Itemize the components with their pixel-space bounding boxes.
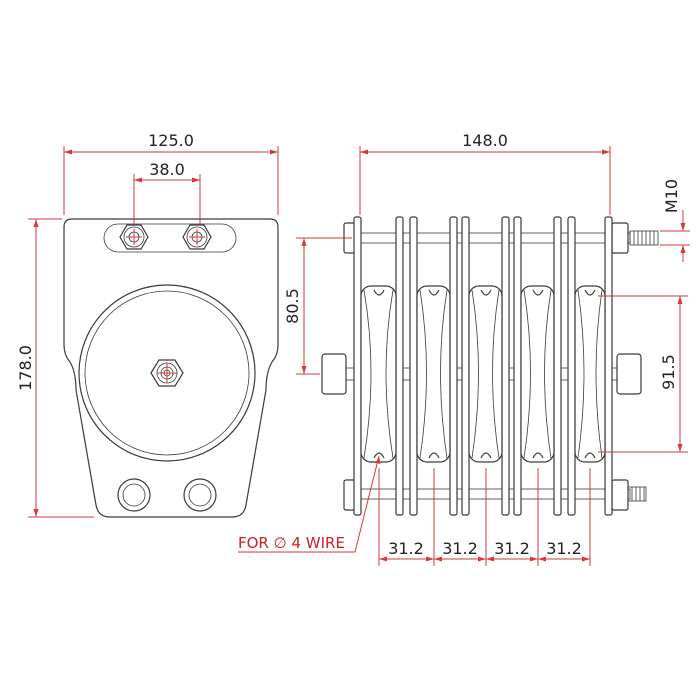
side-view <box>321 216 659 516</box>
pulley-wheel-2 <box>416 285 451 463</box>
pulley-disk-inner <box>84 290 250 456</box>
pulley-wheel-1 <box>360 285 397 463</box>
front-center-marks <box>126 229 205 383</box>
top-thread-end <box>629 230 659 246</box>
front-dimensions: 125.0 38.0 178.0 <box>16 131 279 518</box>
bolt-slot-plate <box>103 223 237 253</box>
front-height-label: 178.0 <box>16 345 35 391</box>
groove-markers <box>373 289 596 459</box>
pulley-offset-label: 80.5 <box>283 288 302 324</box>
axle-left-nut <box>321 353 347 395</box>
pitch-label-4: 31.2 <box>546 539 582 558</box>
pitch-label-3: 31.2 <box>494 539 530 558</box>
front-width-label: 125.0 <box>148 131 194 150</box>
bottom-thread-end <box>627 486 647 502</box>
pulley-wheel-4 <box>520 285 555 463</box>
pitch-label-2: 31.2 <box>442 539 478 558</box>
wire-note: FOR ∅ 4 WIRE <box>238 534 345 552</box>
groove-span-label: 91.5 <box>659 354 678 390</box>
front-plate-outline <box>63 218 279 518</box>
pulley-wheel-3 <box>468 285 503 463</box>
axle-right-nut <box>616 353 642 395</box>
side-dimensions: 148.0 M10 80.5 91.5 <box>238 131 690 566</box>
pulley-wheel-5 <box>574 285 606 463</box>
bottom-bolt-left <box>117 478 151 512</box>
bolt-spacing-label: 38.0 <box>149 160 185 179</box>
bottom-bolt-right <box>183 478 217 512</box>
pulley-disk-outer <box>78 284 256 462</box>
pitch-label-1: 31.2 <box>388 539 424 558</box>
front-view <box>63 218 279 518</box>
top-right-nut <box>611 222 629 254</box>
bottom-right-nut <box>611 479 629 511</box>
thread-label: M10 <box>662 179 681 213</box>
side-length-label: 148.0 <box>462 131 508 150</box>
